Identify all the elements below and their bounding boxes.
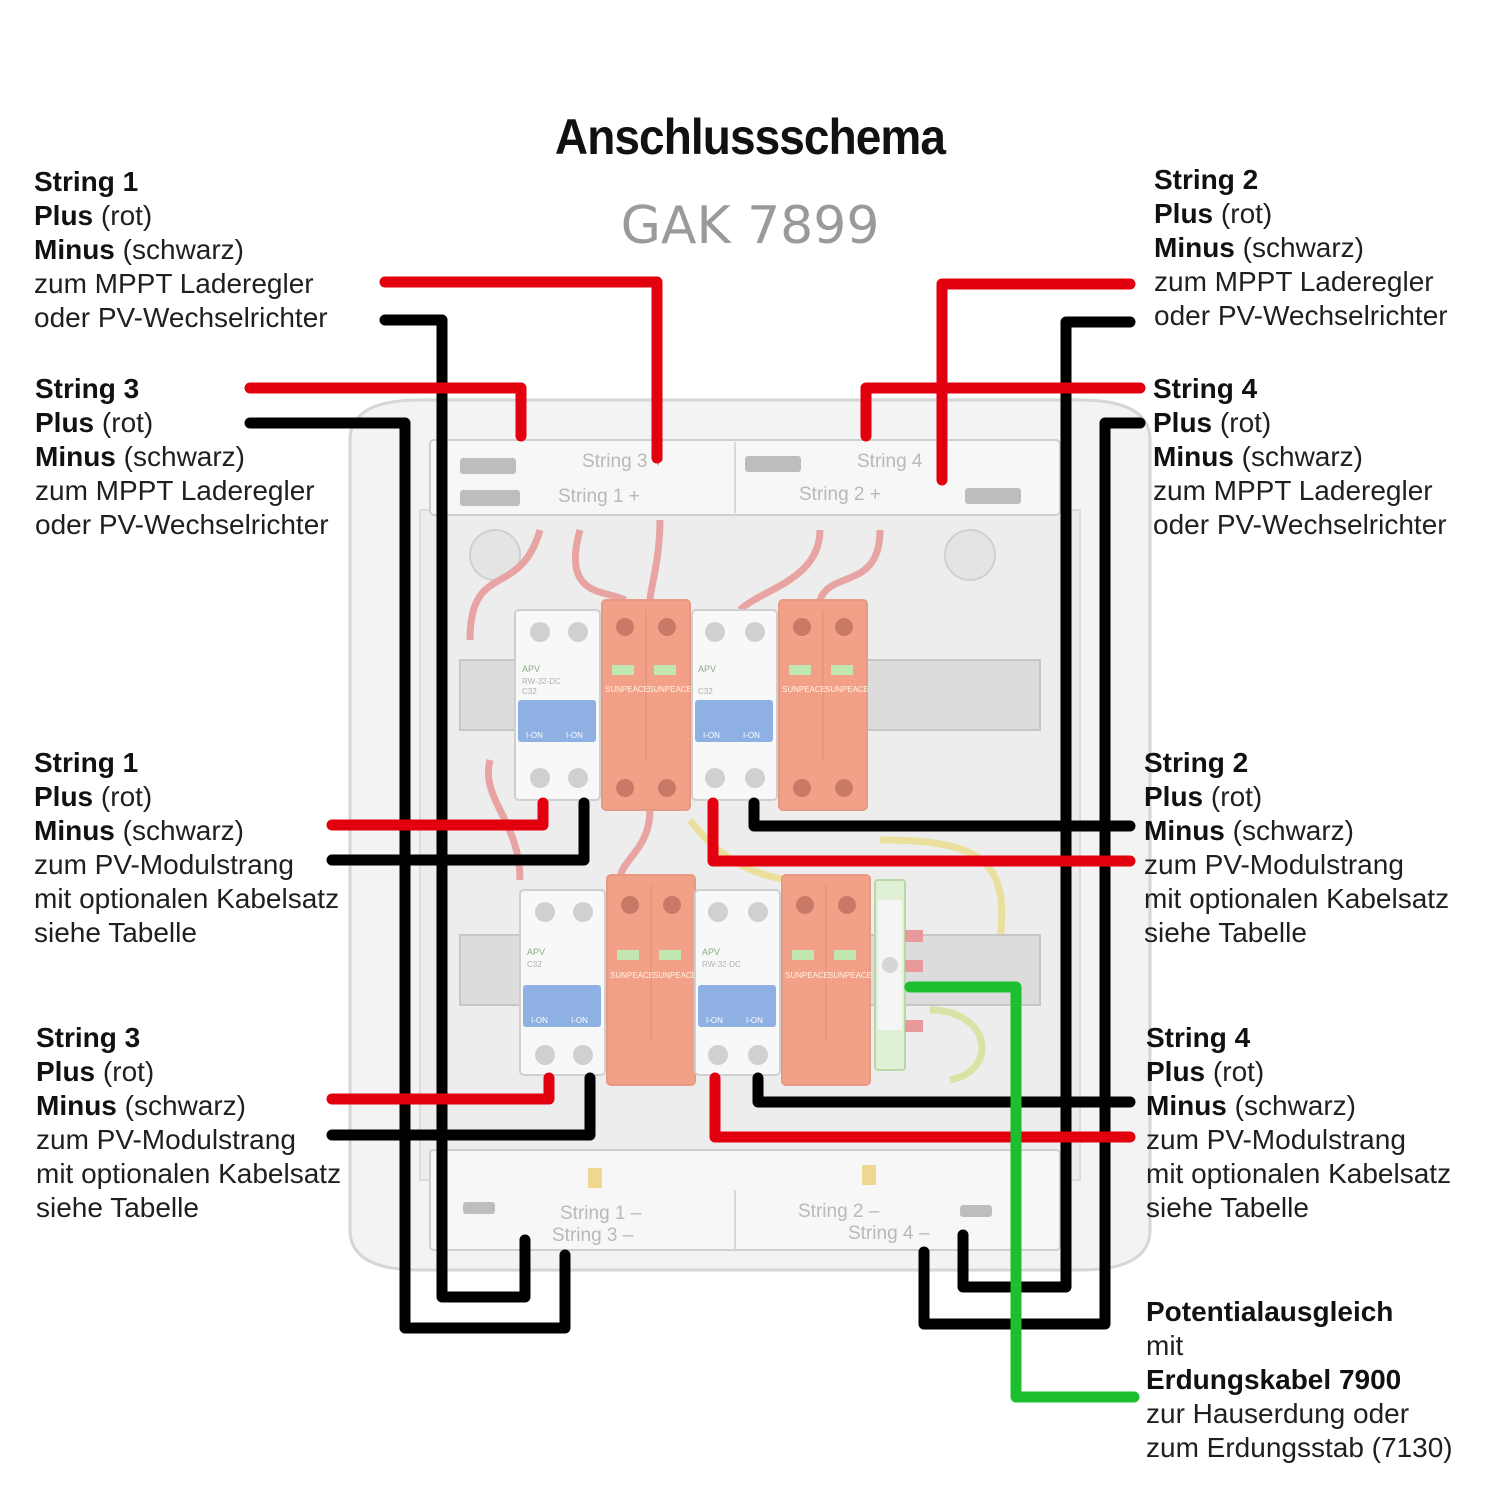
wire-string1-plus-pv [326,797,549,831]
svg-text:RW-32-DC: RW-32-DC [522,677,561,686]
box-label-string3-minus: String 3 – [552,1225,634,1246]
wire-string3-plus-pv [326,1072,555,1105]
annotation-string1-inverter: String 1 Plus (rot) Minus (schwarz) zum … [34,166,328,333]
product-code: GAK 7899 [620,196,880,256]
box-label-string4-minus: String 4 – [848,1223,930,1244]
svg-text:SUNPEACE: SUNPEACE [653,971,697,980]
box-label-string3-plus: String 3 + [582,451,664,472]
svg-text:APV: APV [698,664,716,674]
svg-text:I-ON: I-ON [703,731,720,740]
cable-gland [944,529,996,581]
svg-text:APV: APV [702,947,720,957]
box-label-string1-plus: String 1 + [558,486,640,507]
wire-string1-plus-inverter [379,276,663,464]
svg-text:C32: C32 [698,687,713,696]
box-label-string2-minus: String 2 – [798,1201,880,1222]
breaker-string3: APV C32 I-ON I-ON [519,889,606,1076]
breaker-string2: APV C32 I-ON I-ON [691,609,778,801]
wire-string3-minus-pv [326,1072,596,1141]
svg-text:I-ON: I-ON [571,1016,588,1025]
svg-text:I-ON: I-ON [706,1016,723,1025]
wire-string2-plus-inverter [936,278,1136,486]
svg-text:SUNPEACE: SUNPEACE [785,971,829,980]
terminal-screws [460,458,516,474]
annotation-string3-inverter: String 3 Plus (rot) Minus (schwarz) zum … [35,373,329,540]
svg-text:APV: APV [527,947,545,957]
svg-text:I-ON: I-ON [531,1016,548,1025]
svg-text:SUNPEACE: SUNPEACE [648,685,692,694]
annotation-string3-pv: String 3 Plus (rot) Minus (schwarz) zum … [36,1022,342,1223]
surge-protector-string4: SUNPEACE SUNPEACE [781,874,872,1086]
box-label-string2-plus: String 2 + [799,484,881,505]
wire-ground [904,981,1140,1403]
wire-string4-minus-pv [752,1072,1136,1108]
page-title: Anschlussschema [554,109,946,165]
svg-text:APV: APV [522,664,540,674]
wire-string2-minus-pv [748,797,1136,832]
breaker-string1: APV RW-32-DC C32 I-ON I-ON [514,609,601,801]
terminal-screws [965,488,1021,504]
svg-text:SUNPEACE: SUNPEACE [610,971,654,980]
box-label-string4: String 4 [857,451,923,472]
bottom-terminal-block [429,1149,1061,1251]
wire-string4-plus-inverter [860,382,1146,442]
svg-text:I-ON: I-ON [746,1016,763,1025]
wire-string1-minus-inverter [379,314,531,1303]
svg-text:I-ON: I-ON [743,731,760,740]
terminal-screws [460,490,520,506]
breaker-string4: APV RW-32-DC I-ON I-ON [694,889,781,1076]
svg-text:C32: C32 [527,960,542,969]
svg-text:I-ON: I-ON [526,731,543,740]
annotation-string4-pv: String 4 Plus (rot) Minus (schwarz) zum … [1146,1022,1452,1223]
svg-text:SUNPEACE: SUNPEACE [825,685,869,694]
svg-text:RW-32-DC: RW-32-DC [702,960,741,969]
wire-string4-minus-inverter [918,417,1146,1330]
svg-text:SUNPEACE: SUNPEACE [782,685,826,694]
terminal-screws [745,456,801,472]
wire-string3-plus-inverter [244,382,527,442]
wire-string2-minus-inverter [957,316,1136,1293]
annotation-string2-pv: String 2 Plus (rot) Minus (schwarz) zum … [1144,747,1450,948]
overlay-wires [244,276,1146,1403]
surge-protector-string2: SUNPEACE SUNPEACE [778,599,869,811]
top-terminal-block [429,439,1061,516]
svg-text:I-ON: I-ON [566,731,583,740]
wire-string2-plus-pv [707,797,1136,867]
earth-terminal [874,879,923,1071]
annotation-string1-pv: String 1 Plus (rot) Minus (schwarz) zum … [34,747,340,948]
surge-protector-string1: SUNPEACE SUNPEACE [601,599,692,811]
wire-string1-minus-pv [326,797,590,866]
annotation-ground: Potentialausgleich mit Erdungskabel 7900… [1146,1296,1453,1463]
wire-string3-minus-inverter [244,417,571,1334]
wire-string4-plus-pv [709,1072,1136,1143]
surge-protector-string3: SUNPEACE SUNPEACE [606,874,697,1086]
svg-text:SUNPEACE: SUNPEACE [828,971,872,980]
svg-text:SUNPEACE: SUNPEACE [605,685,649,694]
annotation-string2-inverter: String 2 Plus (rot) Minus (schwarz) zum … [1154,164,1448,331]
annotation-string4-inverter: String 4 Plus (rot) Minus (schwarz) zum … [1153,373,1447,540]
box-label-string1-minus: String 1 – [560,1203,642,1224]
svg-text:C32: C32 [522,687,537,696]
